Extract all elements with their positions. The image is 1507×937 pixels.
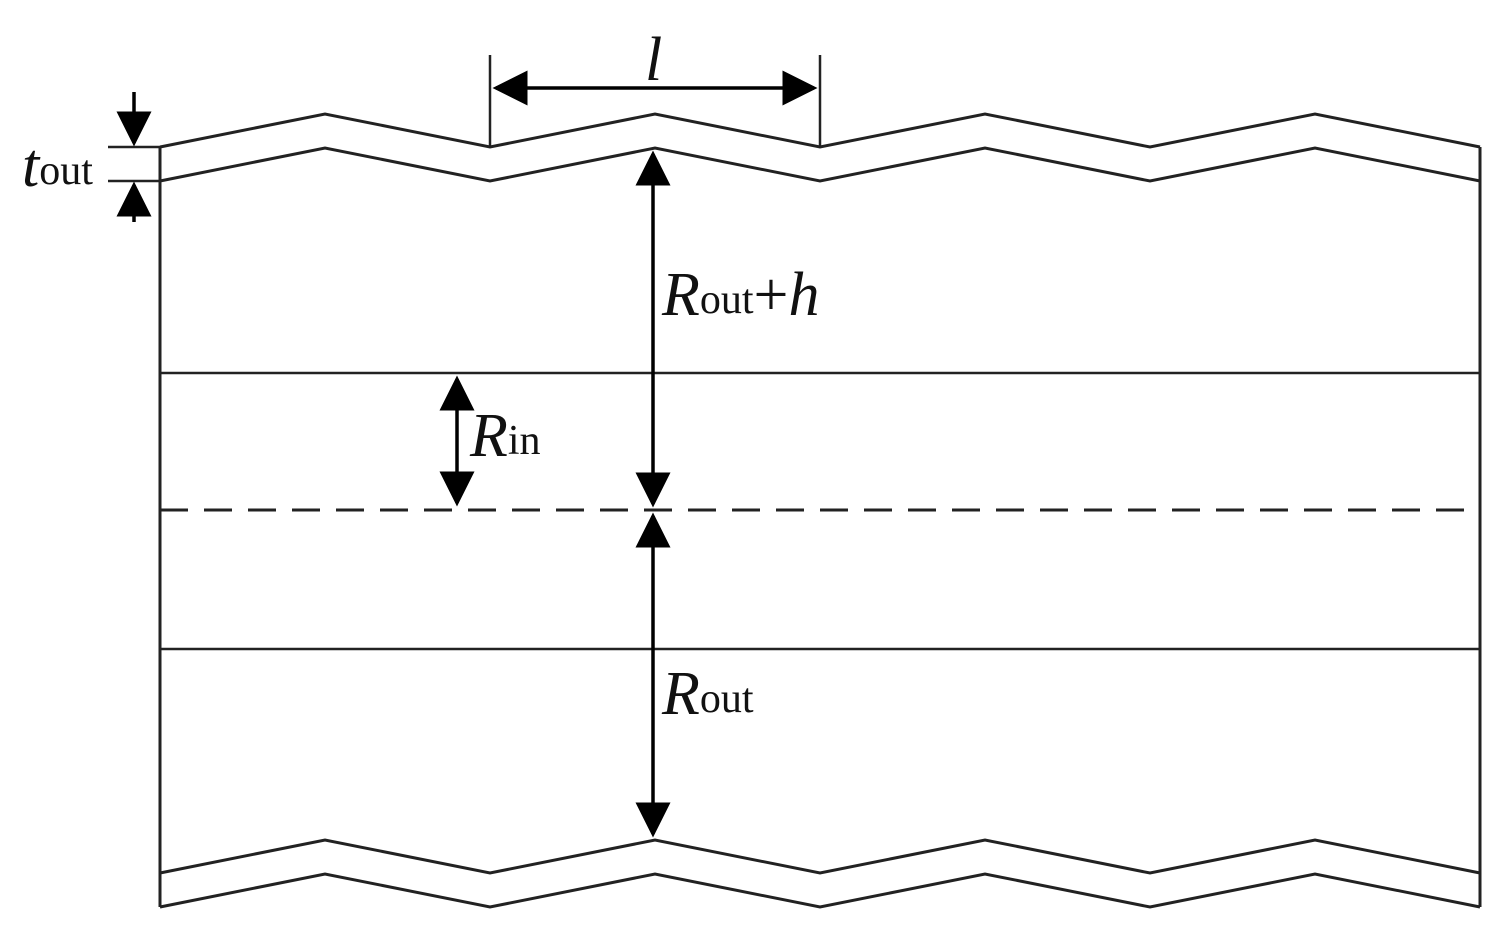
outer-plus-h-label: Rout+h	[661, 261, 820, 329]
outer-radius-label: Rout	[661, 660, 754, 728]
inner-radius-label: Rin	[469, 402, 541, 470]
bottom-corrugation-inner	[159, 838, 1481, 875]
top-corrugation-inner	[159, 146, 1481, 183]
pitch-label: l	[645, 26, 662, 94]
bottom-corrugation-outer	[159, 872, 1481, 909]
thickness-label: tout	[22, 132, 93, 200]
